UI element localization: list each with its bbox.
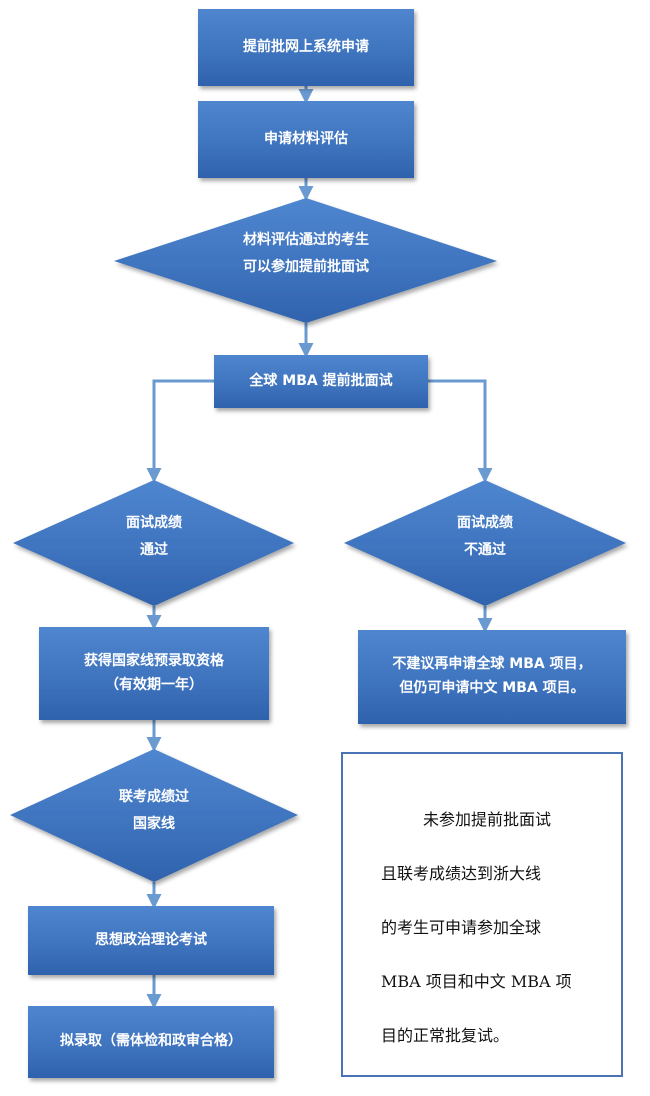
- step-material-review-label: 申请材料评估: [264, 130, 348, 147]
- step-material-review: 申请材料评估: [198, 101, 414, 178]
- decision-national-text: 联考成绩过 国家线: [64, 784, 244, 837]
- decision-fail-line2: 不通过: [464, 541, 506, 558]
- decision-national-line1: 联考成绩过: [119, 789, 189, 805]
- step-qualification: 获得国家线预录取资格 （有效期一年）: [39, 627, 269, 720]
- note-line: MBA 项目和中文 MBA 项: [381, 972, 572, 991]
- decision-pass-text: 面试成绩 通过: [54, 510, 254, 563]
- step-qualification-line1: 获得国家线预录取资格: [84, 652, 224, 669]
- step-online-application-label: 提前批网上系统申请: [243, 38, 369, 55]
- step-advice-line1: 不建议再申请全球 MBA 项目，: [392, 656, 592, 673]
- step-advice-line2: 但仍可申请中文 MBA 项目。: [399, 680, 585, 696]
- decision-fail-diamond: [344, 480, 626, 606]
- step-admission: 拟录取（需体检和政审合格）: [28, 1006, 274, 1078]
- decision-pass-diamond: [13, 480, 294, 606]
- step-advice: 不建议再申请全球 MBA 项目， 但仍可申请中文 MBA 项目。: [358, 630, 626, 724]
- connector-interview-pass: [146, 379, 214, 483]
- decision-material-diamond: [114, 198, 497, 323]
- step-politics-exam-label: 思想政治理论考试: [95, 931, 207, 948]
- step-online-application: 提前批网上系统申请: [198, 9, 414, 86]
- note-box: 未参加提前批面试 且联考成绩达到浙大线 的考生可申请参加全球 MBA 项目和中文…: [341, 752, 623, 1077]
- decision-fail-line1: 面试成绩: [457, 515, 513, 531]
- decision-material-line2: 可以参加提前批面试: [243, 258, 369, 275]
- note-line: 目的正常批复试。: [381, 1026, 510, 1045]
- step-politics-exam: 思想政治理论考试: [28, 906, 274, 975]
- note-line: 的考生可申请参加全球: [381, 918, 542, 937]
- step-global-mba-interview: 全球 MBA 提前批面试: [214, 355, 428, 408]
- step-qualification-line2: （有效期一年）: [105, 676, 203, 693]
- decision-material-line1: 材料评估通过的考生: [243, 232, 369, 248]
- decision-national-line2: 国家线: [133, 815, 175, 832]
- decision-national-diamond: [10, 749, 298, 882]
- note-line: 且联考成绩达到浙大线: [381, 864, 542, 883]
- decision-pass-line1: 面试成绩: [126, 515, 182, 531]
- note-line: 未参加提前批面试: [423, 810, 552, 829]
- decision-pass-line2: 通过: [140, 541, 168, 558]
- step-global-mba-interview-label: 全球 MBA 提前批面试: [249, 372, 393, 389]
- step-admission-label: 拟录取（需体检和政审合格）: [60, 1033, 242, 1050]
- connector-interview-fail: [428, 379, 493, 483]
- decision-fail-text: 面试成绩 不通过: [385, 510, 585, 563]
- decision-material-text: 材料评估通过的考生 可以参加提前批面试: [150, 227, 462, 280]
